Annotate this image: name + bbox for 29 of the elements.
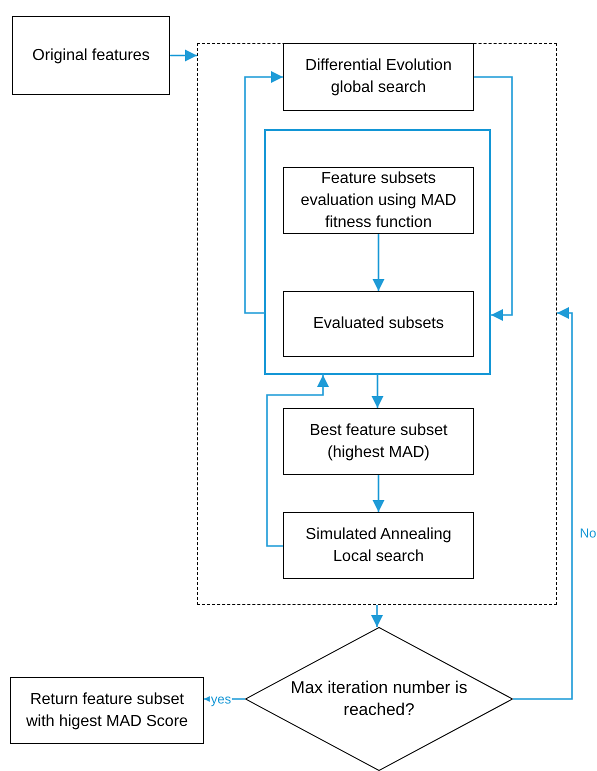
box-text: Return feature subset with higest MAD Score: [25, 690, 189, 732]
arrow: [372, 234, 384, 291]
box-text: Best feature subset (highest MAD): [308, 420, 448, 462]
arrow: [244, 71, 283, 314]
arrow: [513, 307, 573, 700]
process-box: [283, 167, 474, 234]
arrow: [372, 475, 384, 512]
group-box: [264, 129, 491, 375]
process-box: [12, 16, 170, 95]
box-text: Evaluated subsets: [312, 314, 445, 334]
arrow: [371, 605, 383, 627]
dashed-group-box: [197, 43, 557, 605]
process-box: [283, 408, 474, 475]
box-text: Feature subsets evaluation using MAD fitness function: [300, 168, 458, 232]
edge-label: No: [578, 526, 597, 540]
decision-text: Max iteration number is reached?: [290, 677, 468, 721]
box-text: Differential Evolution global search: [304, 56, 453, 98]
decision-diamond: [245, 627, 513, 771]
edge-label: yes: [210, 692, 232, 706]
process-box: [283, 291, 474, 357]
process-box: [283, 512, 474, 579]
arrow: [266, 375, 329, 547]
process-box: [283, 43, 474, 111]
arrow: [170, 50, 197, 62]
arrow: [372, 375, 384, 408]
process-box: [10, 677, 204, 744]
arrow: [474, 76, 513, 321]
box-text: Original features: [31, 46, 151, 66]
box-text: Simulated Annealing Local search: [304, 524, 452, 566]
